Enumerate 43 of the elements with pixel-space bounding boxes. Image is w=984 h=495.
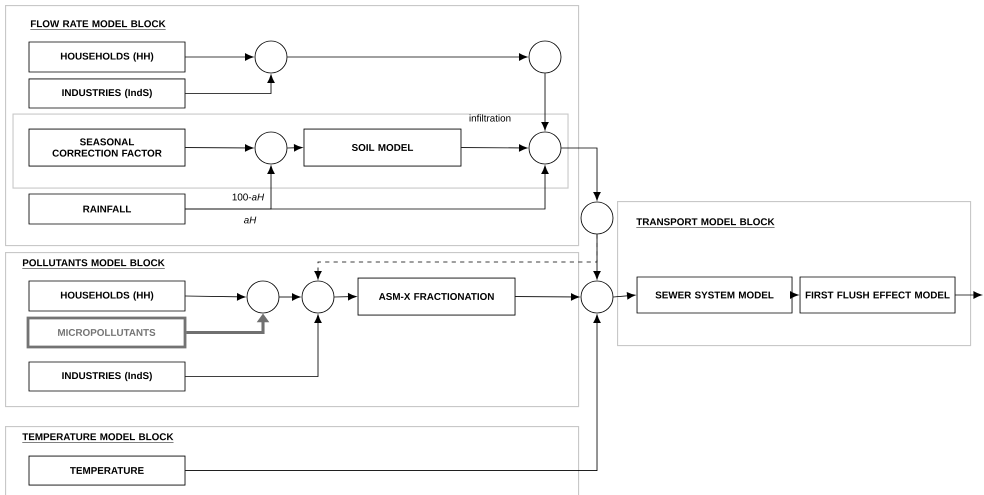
annotation-text: infiltration: [470, 114, 510, 122]
process-box: ASM-X FRACTIONATION: [358, 278, 516, 316]
arrow: [613, 292, 636, 300]
arrow: [515, 293, 580, 301]
arrow: [279, 293, 300, 301]
process-box: MICROPOLLUTANTS: [26, 316, 186, 348]
process-box: HOUSEHOLDS (HH): [28, 280, 186, 312]
arrow: [334, 293, 356, 300]
process-box: INDUSTRIES (IndS): [28, 362, 186, 392]
arrow: [185, 314, 322, 377]
process-box: SEASONAL CORRECTION FACTOR: [28, 128, 186, 166]
process-box: SEWER SYSTEM MODEL: [636, 276, 792, 314]
summing-circle: [246, 280, 280, 314]
arrow: [287, 144, 302, 152]
summing-circle: [254, 132, 288, 164]
process-box: TEMPERATURE: [28, 456, 186, 486]
process-box: RAINFALL: [28, 194, 186, 224]
summing-circle: [302, 280, 334, 314]
process-box: FIRST FLUSH EFFECT MODEL: [800, 276, 956, 314]
edge-label: 100-aH: [230, 192, 266, 202]
process-box: SOIL MODEL: [304, 128, 462, 166]
arrow: [185, 74, 275, 94]
arrow: [185, 166, 549, 210]
group-frame: [12, 113, 569, 189]
summing-circle: [580, 280, 614, 314]
summing-circle: [580, 202, 614, 234]
process-box: HOUSEHOLDS (HH): [28, 42, 186, 72]
arrow: [185, 53, 254, 61]
arrow: [790, 291, 798, 299]
arrow: [955, 291, 982, 299]
arrow: [185, 293, 246, 300]
arrow: [314, 234, 598, 280]
arrow: [287, 53, 528, 61]
summing-circle: [528, 132, 562, 164]
summing-circle: [254, 40, 288, 74]
process-box: INDUSTRIES (IndS): [28, 78, 186, 108]
arrow: [561, 148, 601, 200]
arrow: [541, 73, 549, 130]
arrow: [185, 144, 254, 152]
edge-label: aH: [242, 215, 258, 225]
arrow: [185, 314, 601, 471]
summing-circle: [528, 40, 562, 74]
arrow: [460, 144, 528, 152]
